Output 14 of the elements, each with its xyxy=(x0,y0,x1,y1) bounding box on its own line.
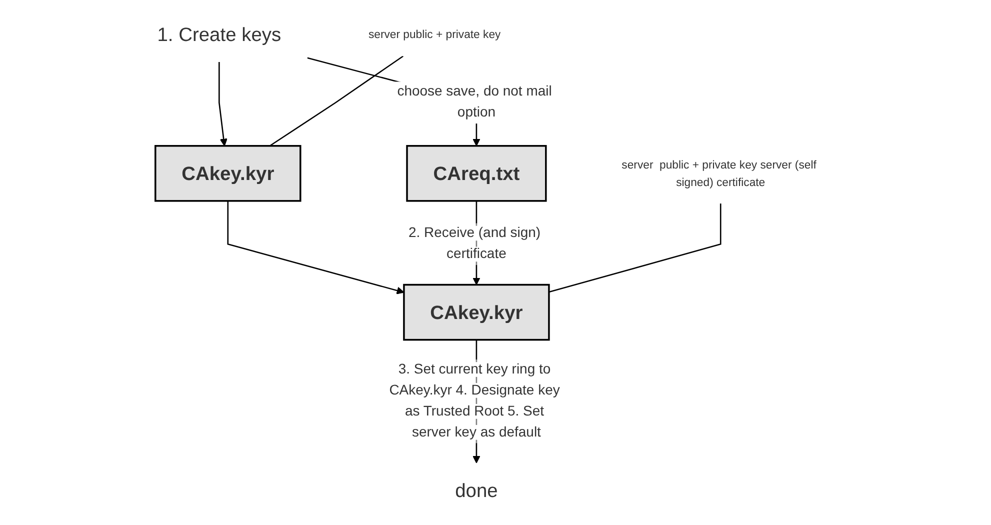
arrow xyxy=(218,62,228,146)
connector xyxy=(548,204,722,293)
edge-label: 2. Receive (and sign) certificate xyxy=(408,226,540,262)
node-text: server public + private key server (self signed) certificate xyxy=(622,158,816,188)
edge-label: choose save, do not mail option xyxy=(397,84,552,120)
connector xyxy=(269,56,404,146)
node-text: 1. Create keys xyxy=(157,24,281,46)
arrow xyxy=(227,200,404,294)
node-box: CAreq.txt xyxy=(406,145,547,202)
edge-label: 3. Set current key ring to CAkey.kyr 4. Designate key as Trusted Root 5. Set server key as default xyxy=(389,362,560,440)
node-text: done xyxy=(454,480,498,502)
node-text: server public + private key xyxy=(368,28,500,41)
node-box: CAkey.kyr xyxy=(154,145,302,202)
node-box: CAkey.kyr xyxy=(402,284,550,341)
